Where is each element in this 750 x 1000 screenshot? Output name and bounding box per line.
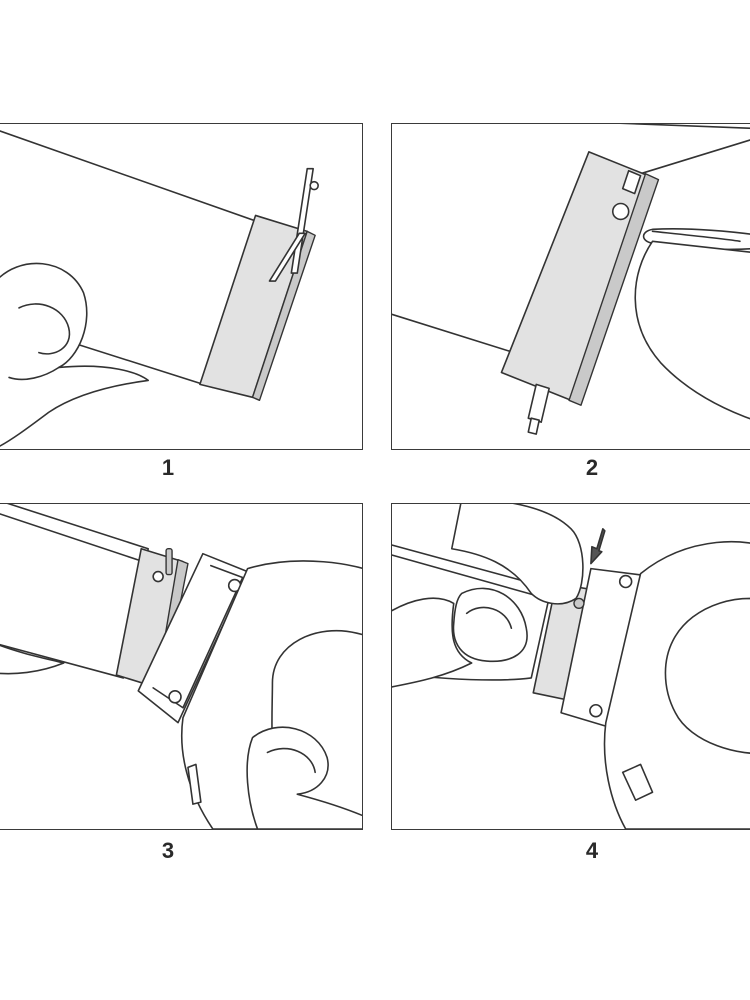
strap-edge	[0, 513, 145, 563]
lug-screw-top	[618, 574, 633, 589]
watch-crown	[621, 763, 654, 801]
watch-lug	[137, 552, 249, 724]
pin-housing	[621, 169, 642, 195]
hand	[246, 726, 362, 829]
pin-stub	[165, 548, 173, 576]
fingernail	[651, 230, 741, 243]
clasp-edge	[568, 172, 660, 406]
step-4-illustration	[391, 503, 750, 830]
step-number-4: 4	[585, 838, 599, 863]
pin-tip	[309, 180, 319, 191]
step-1-drawing	[0, 130, 319, 447]
hand-base	[392, 597, 473, 688]
finger	[450, 504, 584, 605]
step-4-drawing	[392, 504, 750, 829]
watch-dial	[664, 597, 750, 754]
thumb	[452, 587, 528, 663]
finger-line	[8, 366, 60, 381]
arrow-icon	[590, 528, 606, 565]
clasp-edge	[251, 230, 316, 401]
step-3-illustration	[0, 503, 363, 830]
step-2-drawing	[392, 124, 750, 435]
lug-screw-bottom	[589, 703, 603, 718]
pin-lever	[268, 232, 307, 282]
left-hand	[0, 644, 65, 675]
step-number-1: 1	[161, 455, 175, 480]
lug-inner	[152, 564, 244, 709]
release-pin-knob	[611, 202, 630, 221]
release-pin-knob	[152, 570, 164, 583]
thumb-nail	[465, 606, 513, 630]
step-number-3: 3	[161, 838, 175, 863]
spring-bar-tip	[527, 417, 541, 435]
lug-screw-bottom	[168, 690, 182, 704]
step-2-illustration	[391, 123, 750, 450]
step-1-illustration	[0, 123, 363, 450]
step-3-drawing	[0, 504, 362, 829]
release-pin-knob	[573, 597, 585, 610]
hand	[634, 240, 750, 420]
hand	[0, 262, 149, 447]
spring-bar-end	[527, 383, 550, 423]
step-number-2: 2	[585, 455, 599, 480]
strap-edge	[392, 554, 547, 600]
thumb-nail	[18, 303, 71, 355]
thumb-nail	[266, 747, 316, 774]
watch-crown	[187, 763, 202, 805]
